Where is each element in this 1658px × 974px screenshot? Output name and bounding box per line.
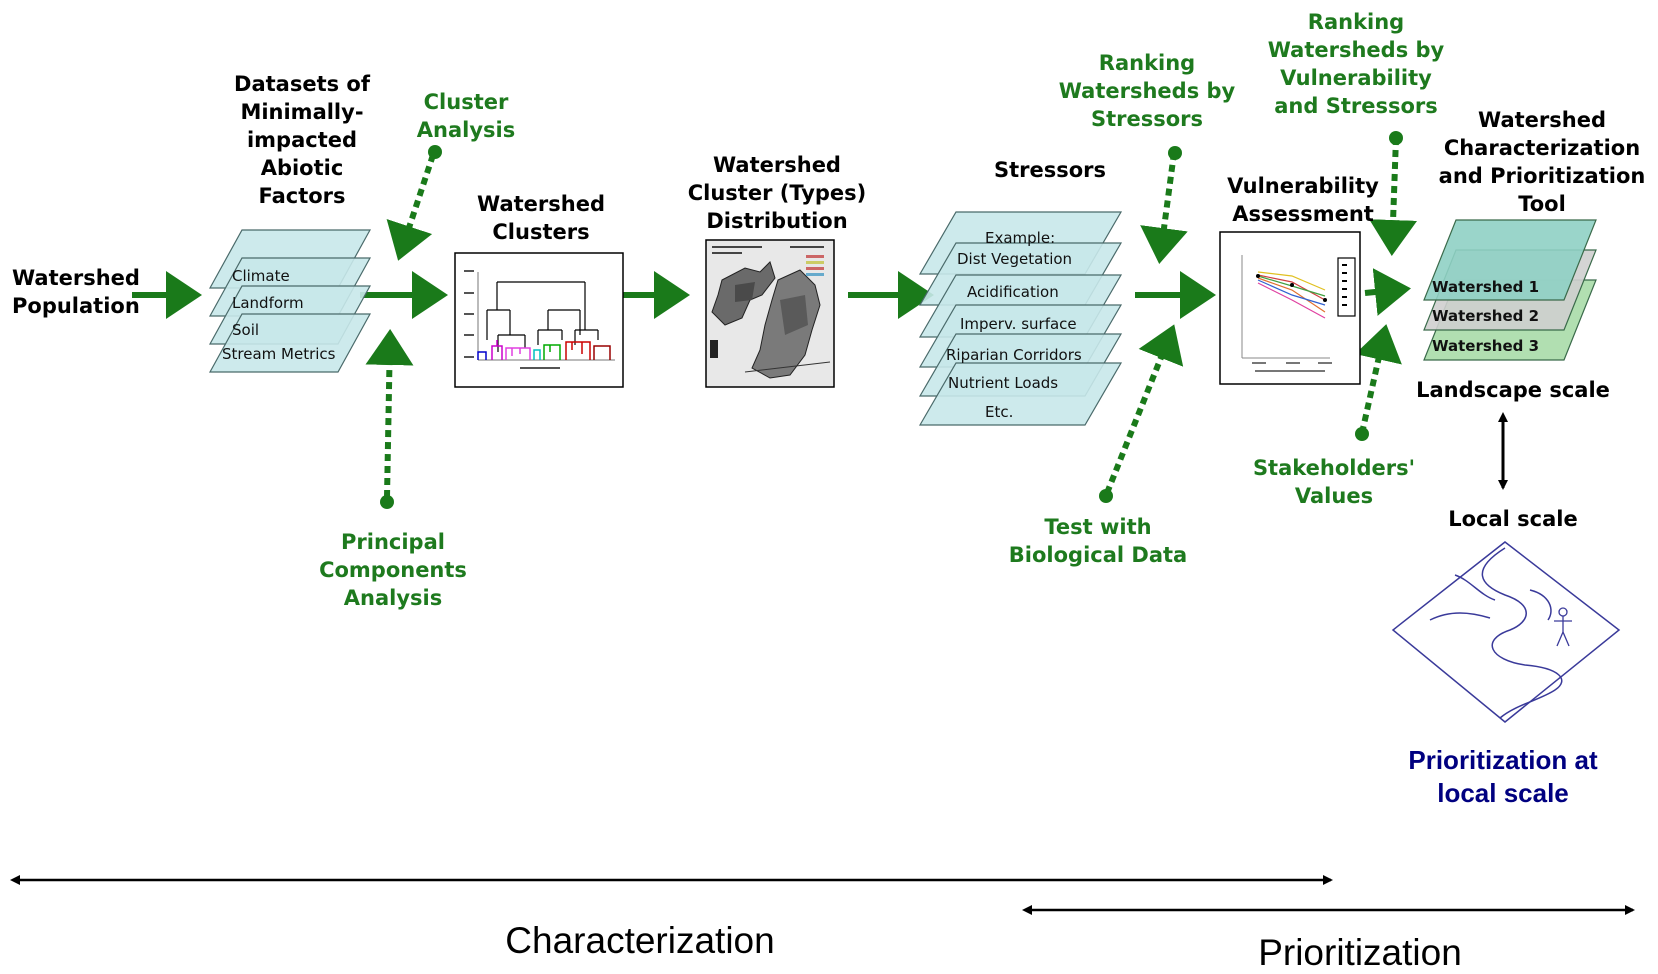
stressor-layer-label: Imperv. surface — [960, 315, 1077, 333]
ranking-stressors-arrow — [1140, 152, 1188, 264]
stressors-label: Stressors — [993, 158, 1107, 182]
abiotic-layer-label: Landform — [232, 294, 304, 312]
characterization-label: Characterization — [505, 920, 775, 961]
vulnerability-chart-figure — [1219, 231, 1361, 385]
stakeholders-label: Stakeholders'Values — [1252, 456, 1416, 508]
watershed-layer-label: Watershed 1 — [1432, 278, 1539, 296]
stressor-layer-stack: Example: Dist VegetationAcidificationImpe… — [918, 211, 1123, 426]
ranking-vuln-arrow — [1369, 137, 1418, 256]
person-icon — [1554, 607, 1572, 647]
abiotic-layer-label: Stream Metrics — [222, 345, 336, 363]
watershed-layer-label: Watershed 3 — [1432, 337, 1539, 355]
test-bio-arrow — [1104, 324, 1184, 495]
stressor-layer-label: Etc. — [985, 403, 1013, 421]
watershed-tool-stack: Watershed 1 Watershed 2 Watershed 3 — [1423, 219, 1597, 361]
stressor-layer-label: Dist Vegetation — [957, 250, 1072, 268]
landscape-scale-label: Landscape scale — [1416, 378, 1610, 402]
prioritization-label: Prioritization — [1258, 932, 1462, 973]
stressor-layer — [918, 362, 1123, 426]
local-scale-diamond — [1391, 541, 1621, 723]
stressor-layer-label: Nutrient Loads — [948, 374, 1058, 392]
stressor-layer-label: Acidification — [967, 283, 1059, 301]
watershed-layer — [1423, 219, 1597, 301]
pca-arrow — [365, 329, 414, 498]
cluster-analysis-arrow — [386, 154, 436, 261]
local-scale-label: Local scale — [1448, 507, 1578, 531]
abiotic-layer-label: Soil — [232, 321, 259, 339]
flow-arrow-6 — [1364, 268, 1411, 316]
stressor-layer-label: Riparian Corridors — [946, 346, 1082, 364]
stressor-layer-label: Example: — [985, 229, 1055, 247]
watershed-layer-label: Watershed 2 — [1432, 307, 1539, 325]
dendrogram-figure — [454, 252, 624, 388]
abiotic-layer-label: Climate — [232, 267, 290, 285]
abiotic-layer — [208, 313, 372, 373]
stakeholders-arrow — [1355, 324, 1402, 434]
cluster-map-figure — [705, 239, 835, 388]
